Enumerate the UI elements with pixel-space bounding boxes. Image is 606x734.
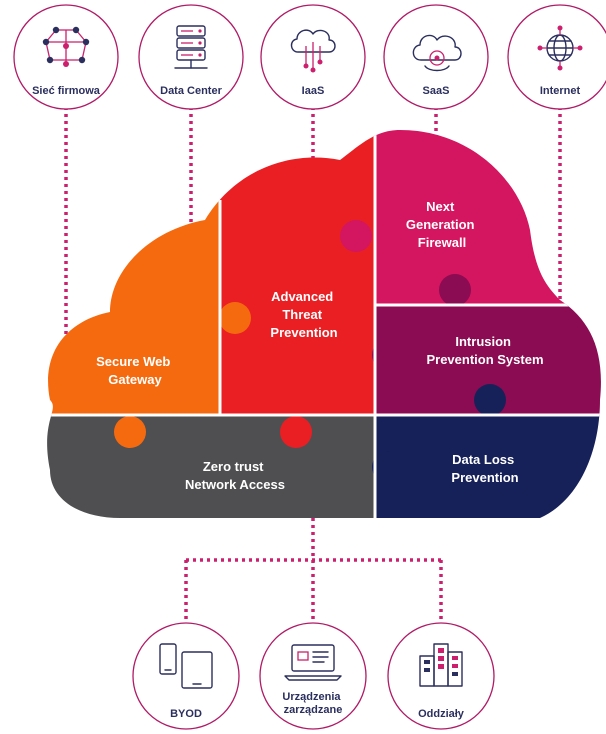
cloud-circuit-icon	[290, 29, 336, 73]
piece-labels: Secure Web Gateway Advanced Threat Preve…	[96, 199, 543, 492]
node-oddzialy: Oddziały	[387, 622, 495, 730]
bottom-connectors	[184, 518, 443, 636]
node-byod: BYOD	[132, 622, 240, 730]
node-label: Sieć firmowa	[32, 85, 101, 97]
mobile-devices-icon	[159, 643, 213, 689]
node-siec-firmowa: Sieć firmowa	[13, 4, 119, 110]
puzzle-knob	[439, 274, 471, 306]
node-label: Internet	[540, 85, 581, 97]
node-label: BYOD	[170, 708, 202, 720]
puzzle-knob	[372, 451, 404, 483]
piece-next-generation-firewall	[375, 130, 601, 305]
puzzle-knob	[219, 302, 251, 334]
piece-seams	[47, 130, 600, 518]
zero-trust-network-access-label: Zero trust Network Access	[185, 459, 285, 492]
node-iaas: IaaS	[260, 4, 366, 110]
intrusion-prevention-system-label: Intrusion Prevention System	[426, 334, 543, 367]
node-ring	[138, 4, 244, 110]
node-label: Urządzenia zarządzane	[282, 691, 343, 716]
puzzle-knob	[114, 416, 146, 448]
piece-zero-trust-network-access	[47, 415, 375, 518]
advanced-threat-prevention-label: Advanced Threat Prevention	[270, 289, 337, 340]
node-data-center: Data Center	[138, 4, 244, 110]
node-label: Oddziały	[418, 708, 465, 720]
node-label: SaaS	[423, 85, 450, 97]
server-rack-icon	[174, 25, 208, 69]
node-ring	[507, 4, 606, 110]
globe-network-icon	[537, 25, 583, 71]
node-label: IaaS	[302, 85, 325, 97]
puzzle-knob	[280, 416, 312, 448]
secure-web-gateway-label: Secure Web Gateway	[96, 354, 174, 387]
node-saas: SaaS	[383, 4, 489, 110]
network-nodes-icon	[42, 26, 90, 67]
piece-advanced-threat-prevention	[220, 130, 375, 415]
puzzle-knob	[372, 339, 404, 371]
piece-data-loss-prevention	[375, 415, 601, 518]
node-internet: Internet	[507, 4, 606, 110]
buildings-icon	[419, 643, 463, 687]
next-generation-firewall-label: Next Generation Firewall	[406, 199, 478, 250]
data-loss-prevention-label: Data Loss Prevention	[451, 452, 518, 485]
puzzle-knob	[340, 220, 372, 252]
cloud-gear-icon	[412, 34, 462, 72]
laptop-icon	[284, 644, 342, 681]
node-label: Data Center	[160, 85, 222, 97]
puzzle-knob	[474, 384, 506, 416]
node-urzadzenia-zarzadzane: Urządzenia zarządzane	[259, 622, 367, 730]
node-ring	[387, 622, 495, 730]
